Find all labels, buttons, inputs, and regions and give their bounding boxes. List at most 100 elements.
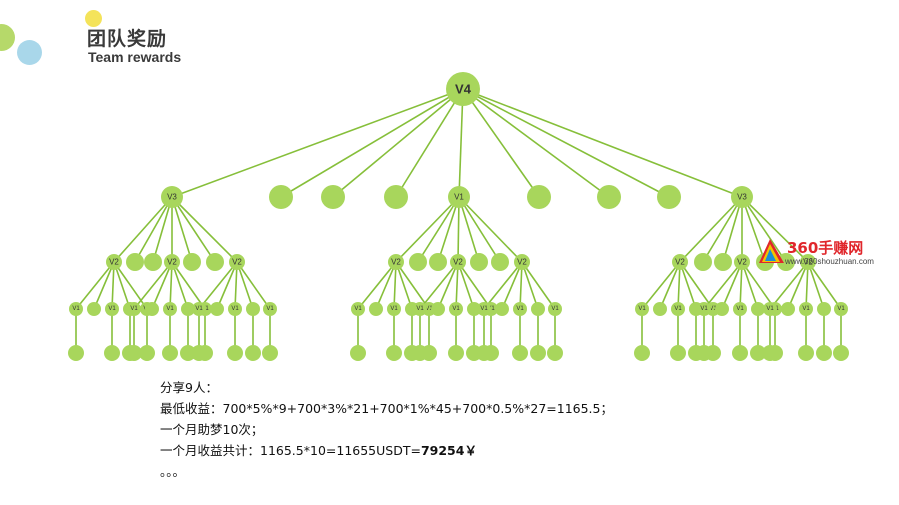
- root-node-v4-label: V4: [455, 82, 472, 97]
- edge-level2-to-level3: [395, 261, 413, 310]
- member-node: [597, 185, 621, 209]
- v1-node: [163, 302, 177, 316]
- v1-node-label: V1: [700, 306, 708, 312]
- edge-level2-to-level3: [703, 261, 743, 310]
- page-title: 团队奖励: [87, 28, 168, 50]
- member-node: [126, 253, 144, 271]
- edge-root-to-level1: [458, 88, 464, 198]
- v1-node: [210, 302, 224, 316]
- v2-node: [106, 254, 122, 270]
- calculation-text: 分享9人： 最低收益：700*5%*9+700*3%*21+700*1%*45+…: [160, 377, 613, 482]
- v1-node-label: V1: [837, 306, 845, 312]
- member-node: [634, 345, 650, 361]
- member-node: [245, 345, 261, 361]
- edge-level1-to-level2: [417, 196, 460, 263]
- edge-level1-to-level2: [458, 196, 523, 263]
- edge-level2-to-level3: [787, 261, 809, 310]
- v1-node: [653, 302, 667, 316]
- edge-level1-to-level2: [152, 196, 173, 263]
- edge-root-to-level1: [462, 88, 540, 198]
- member-node: [262, 345, 278, 361]
- v1-node-label: V1: [130, 306, 138, 312]
- calc-line-monthly-total: 一个月收益共计：1165.5*10=11655USDT=79254￥: [160, 440, 613, 461]
- edge-level2-to-level3: [521, 261, 539, 310]
- v1-node-label: V1: [480, 306, 488, 312]
- level1-labeled-node-label: V3: [737, 193, 747, 202]
- level1-labeled-node: [161, 186, 183, 208]
- v2-node: [800, 254, 816, 270]
- v1-node-label: V1: [802, 306, 810, 312]
- member-node: [448, 345, 464, 361]
- edge-level2-to-level3: [721, 261, 743, 310]
- v1-node: [548, 302, 562, 316]
- edge-root-to-level1: [462, 88, 670, 198]
- v1-node: [228, 302, 242, 316]
- v2-node: [388, 254, 404, 270]
- edge-level1-to-level2: [741, 196, 766, 263]
- v1-node-label: V1: [390, 306, 398, 312]
- v1-node: [495, 302, 509, 316]
- edge-level2-to-level3: [483, 261, 523, 310]
- edge-level2-to-level3: [236, 261, 271, 310]
- edge-level1-to-level2: [171, 196, 193, 263]
- member-node: [269, 185, 293, 209]
- page-subtitle: Team rewards: [88, 49, 182, 65]
- level1-labeled-node-label: V1: [454, 193, 464, 202]
- v1-node: [105, 302, 119, 316]
- edge-root-to-level1: [280, 88, 464, 198]
- member-node: [657, 185, 681, 209]
- edge-root-to-level1: [395, 88, 464, 198]
- v1-node: [635, 302, 649, 316]
- edge-root-to-level1: [171, 88, 464, 198]
- edge-level2-to-level3: [375, 261, 397, 310]
- level1-labeled-node: [731, 186, 753, 208]
- member-node: [126, 345, 142, 361]
- v1-node-label: V1: [195, 306, 203, 312]
- member-node: [191, 345, 207, 361]
- v1-node: [763, 302, 777, 316]
- member-node: [144, 253, 162, 271]
- edge-level1-to-level2: [134, 196, 173, 263]
- edge-level2-to-level3: [501, 261, 523, 310]
- v2-node: [229, 254, 245, 270]
- edge-level1-to-level2: [458, 196, 480, 263]
- watermark-brand: 360手赚网: [787, 239, 864, 257]
- edge-level1-to-level2: [113, 196, 173, 263]
- member-node: [412, 345, 428, 361]
- v1-node-label: V1: [452, 306, 460, 312]
- v1-node-label: V1: [736, 306, 744, 312]
- yellow-dot-decoration: [85, 10, 102, 27]
- v2-node: [672, 254, 688, 270]
- v2-node-label: V2: [675, 258, 685, 267]
- v1-node: [127, 302, 141, 316]
- v1-node: [671, 302, 685, 316]
- v1-node: [751, 302, 765, 316]
- edge-level2-to-level3: [171, 261, 206, 310]
- watermark: 360手赚网 www.360shouzhuan.com: [757, 236, 897, 276]
- v1-node: [413, 302, 427, 316]
- v1-node: [531, 302, 545, 316]
- edge-level2-to-level3: [236, 261, 254, 310]
- edge-level2-to-level3: [395, 261, 430, 310]
- calc-line-monthly-count: 一个月助梦10次；: [160, 422, 264, 437]
- edge-level2-to-level3: [113, 261, 131, 310]
- v1-node-label: V1: [166, 306, 174, 312]
- member-node: [512, 345, 528, 361]
- v1-node-label: V1: [108, 306, 116, 312]
- v1-node: [697, 302, 711, 316]
- v1-node: [715, 302, 729, 316]
- member-node: [694, 253, 712, 271]
- member-node: [162, 345, 178, 361]
- edge-level2-to-level3: [216, 261, 238, 310]
- v2-node: [514, 254, 530, 270]
- level1-labeled-node: [448, 186, 470, 208]
- watermark-url: www.360shouzhuan.com: [785, 257, 874, 266]
- v2-node: [734, 254, 750, 270]
- v1-node-label: V1: [416, 306, 424, 312]
- member-node: [183, 253, 201, 271]
- member-node: [670, 345, 686, 361]
- edge-level2-to-level3: [171, 261, 189, 310]
- v1-node: [467, 302, 481, 316]
- root-node-v4: [446, 72, 480, 106]
- edge-level2-to-level3: [93, 261, 115, 310]
